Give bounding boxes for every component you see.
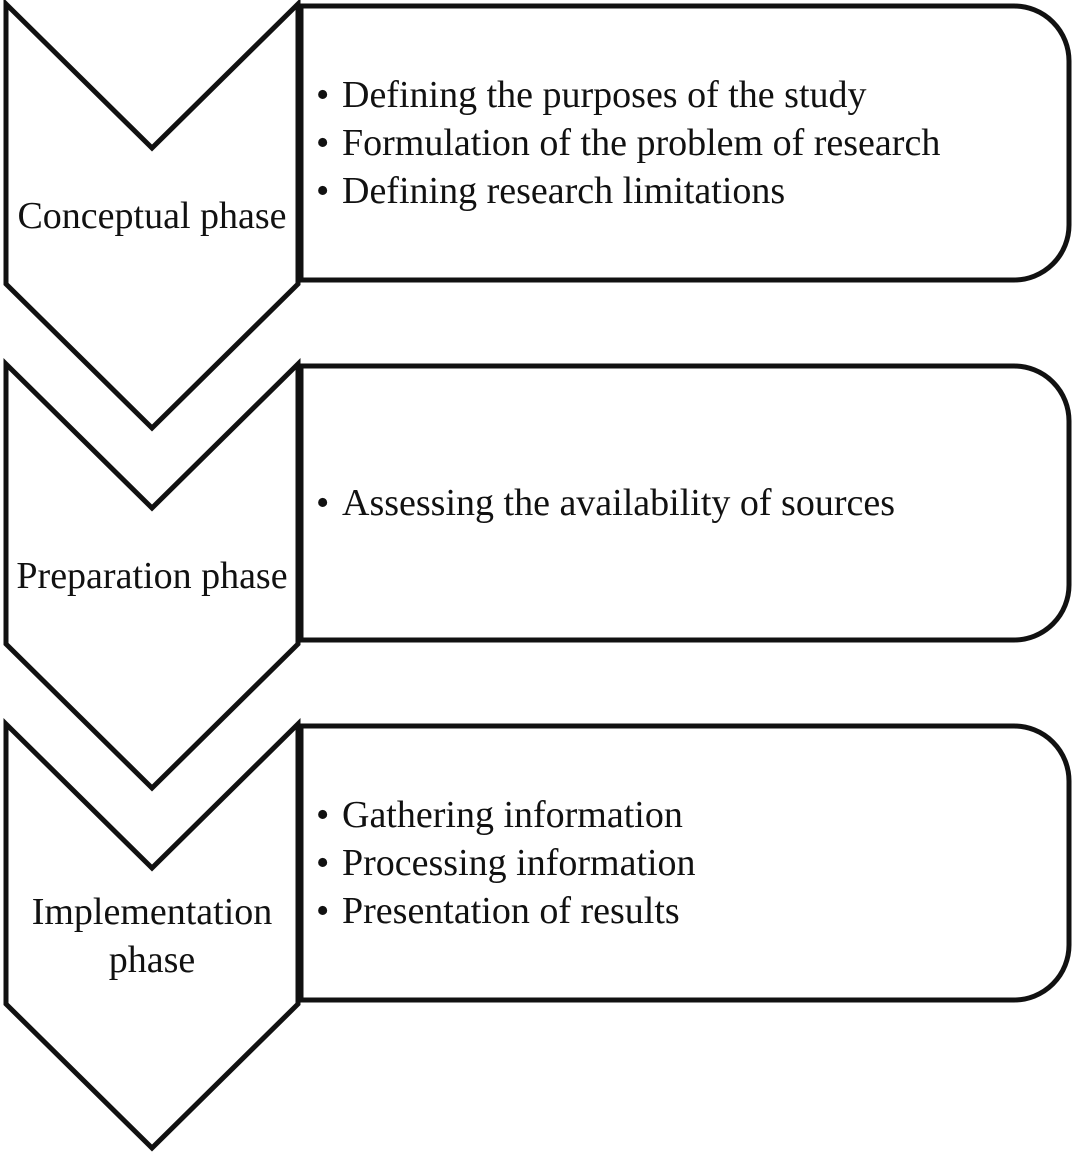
phase-label-implementation: Implementation phase xyxy=(31,891,273,981)
bullet-icon: • xyxy=(316,842,330,884)
bullet-icon: • xyxy=(316,890,330,932)
phase-label-preparation: Preparation phase xyxy=(16,555,288,597)
bullet-list-preparation: • Assessing the availability of sources xyxy=(316,366,1056,640)
bullet-box-conceptual xyxy=(298,3,1072,283)
list-item: • Defining research limitations xyxy=(316,167,1056,215)
bullet-list-conceptual: • Defining the purposes of the study • F… xyxy=(316,6,1056,280)
chevron-shape-preparation xyxy=(3,358,301,792)
list-item: • Presentation of results xyxy=(316,887,1056,935)
bullet-box-implementation xyxy=(298,723,1072,1003)
bullet-text: Processing information xyxy=(342,842,696,884)
list-item: • Assessing the availability of sources xyxy=(316,479,1056,527)
bullet-icon: • xyxy=(316,170,330,212)
bullet-text: Defining research limitations xyxy=(342,170,786,212)
bullet-text: Assessing the availability of sources xyxy=(342,482,896,524)
phase-label-conceptual: Conceptual phase xyxy=(17,195,287,237)
list-item: • Gathering information xyxy=(316,791,1056,839)
chevron-shape-conceptual xyxy=(3,0,301,432)
chevron-shape-implementation xyxy=(3,718,301,1152)
list-item: • Processing information xyxy=(316,839,1056,887)
bullet-box-preparation xyxy=(298,363,1072,643)
bullet-text: Presentation of results xyxy=(342,890,680,932)
list-item: • Defining the purposes of the study xyxy=(316,71,1056,119)
bullet-icon: • xyxy=(316,482,330,524)
list-item: • Formulation of the problem of research xyxy=(316,119,1056,167)
bullet-icon: • xyxy=(316,122,330,164)
bullet-text: Defining the purposes of the study xyxy=(342,74,867,116)
bullet-text: Formulation of the problem of research xyxy=(342,122,941,164)
bullet-icon: • xyxy=(316,74,330,116)
bullet-list-implementation: • Gathering information • Processing inf… xyxy=(316,726,1056,1000)
bullet-text: Gathering information xyxy=(342,794,683,836)
bullet-icon: • xyxy=(316,794,330,836)
